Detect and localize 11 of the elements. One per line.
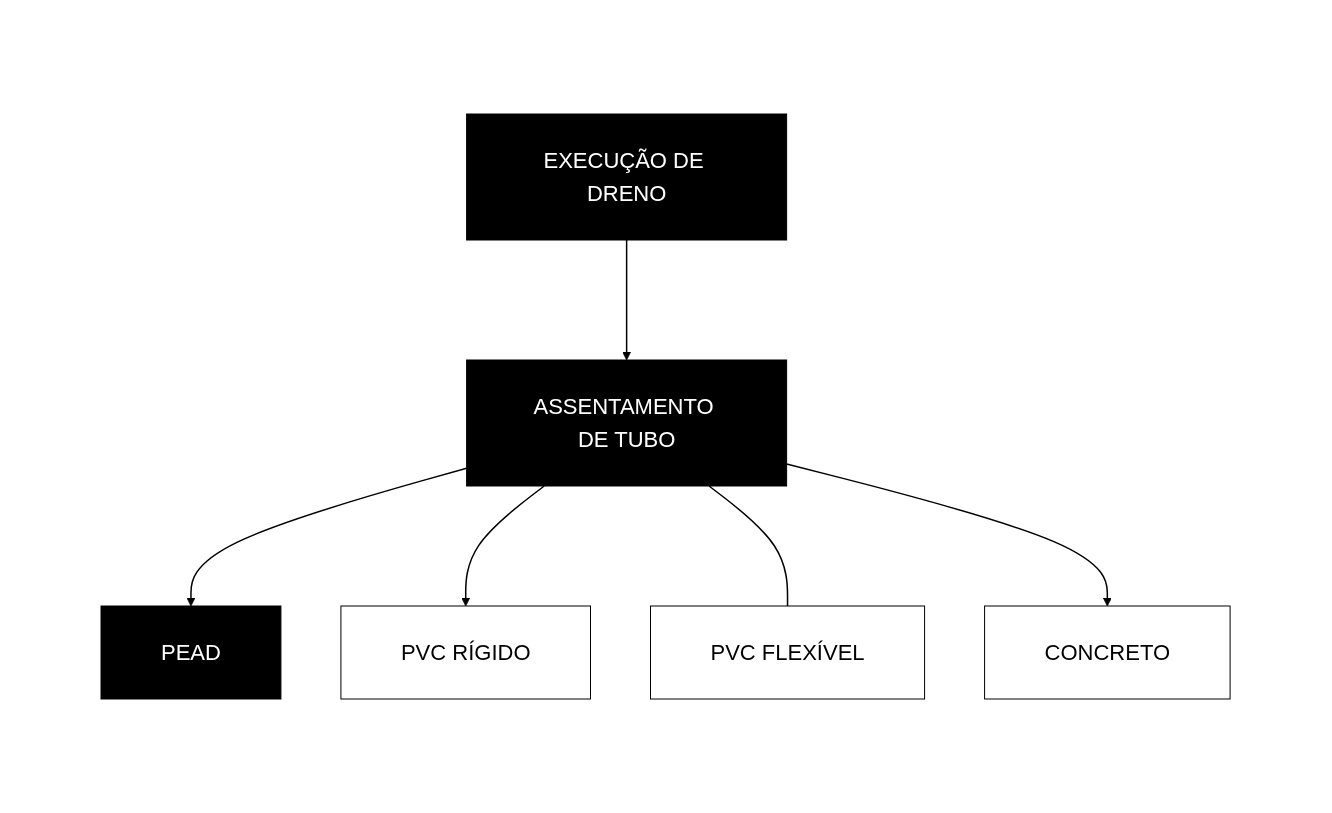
arrow	[622, 239, 632, 361]
arrow	[187, 467, 468, 607]
arrow	[461, 485, 546, 607]
node-box: PVC FLEXÍVEL	[650, 605, 926, 700]
arrow	[786, 463, 1113, 607]
node-box: EXECUÇÃO DE DRENO	[466, 113, 788, 241]
node-box: ASSENTAMENTO DE TUBO	[466, 359, 788, 487]
node-box: CONCRETO	[984, 605, 1232, 700]
connector	[708, 485, 789, 607]
node-box: PVC RÍGIDO	[340, 605, 592, 700]
node-box: PEAD	[100, 605, 282, 700]
